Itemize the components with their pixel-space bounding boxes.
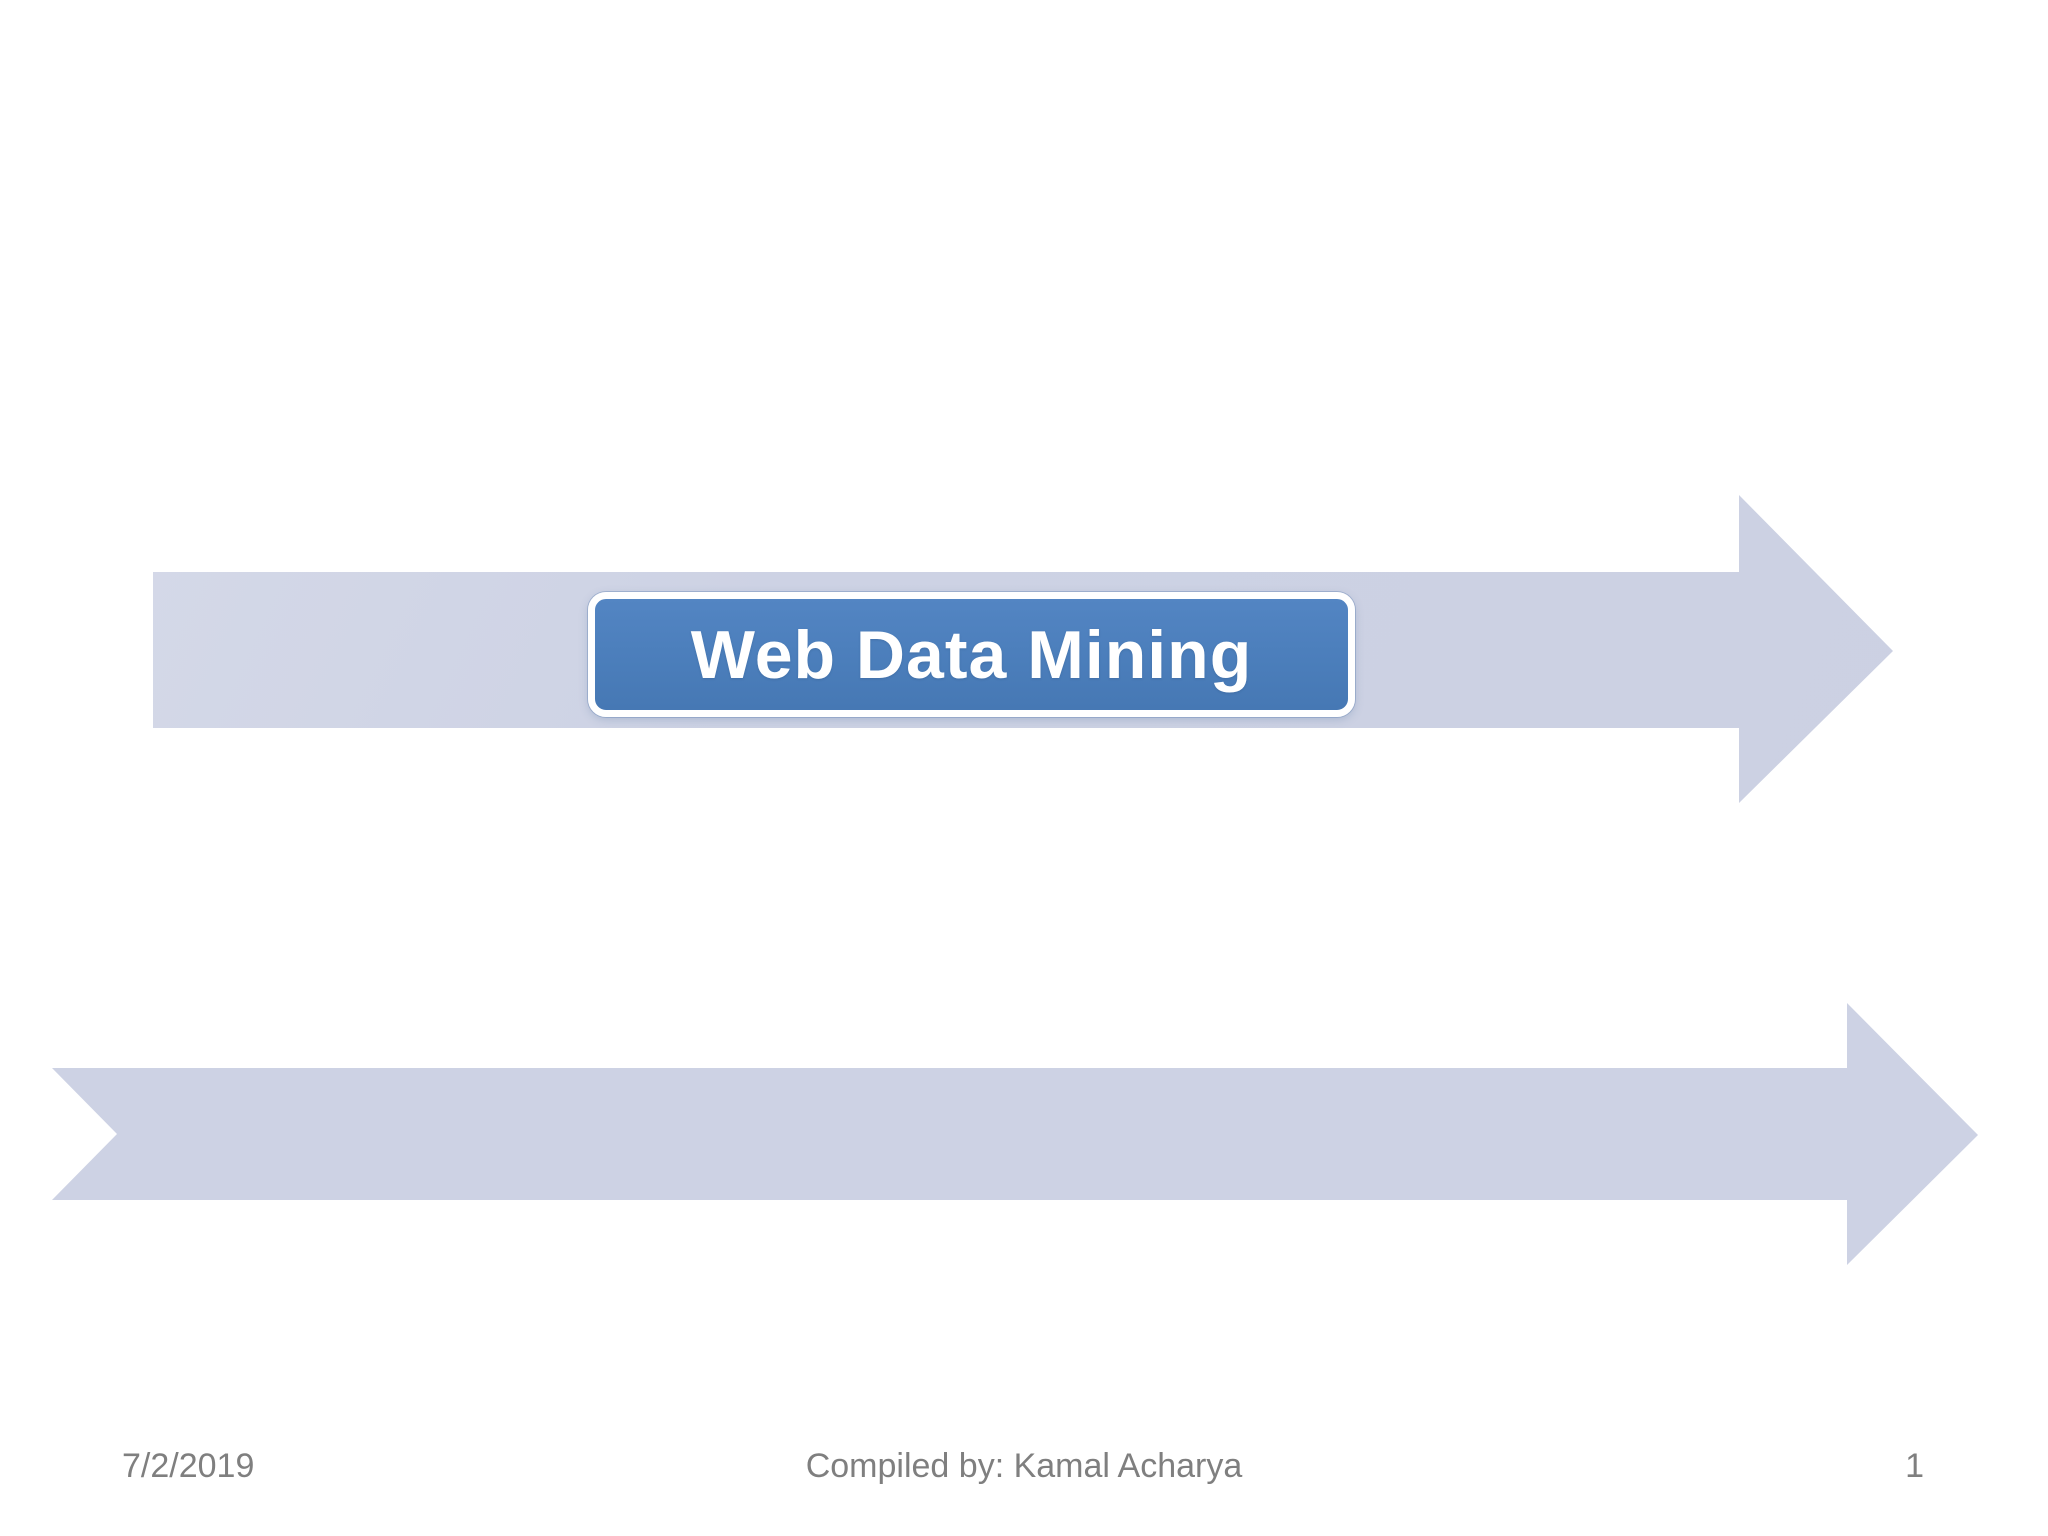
slide-title: Web Data Mining [690,616,1253,693]
footer-page-number: 1 [1905,1447,1924,1485]
footer-credit: Compiled by: Kamal Acharya [805,1447,1243,1485]
title-box: Web Data Mining [588,592,1355,717]
footer-date: 7/2/2019 [122,1447,255,1485]
